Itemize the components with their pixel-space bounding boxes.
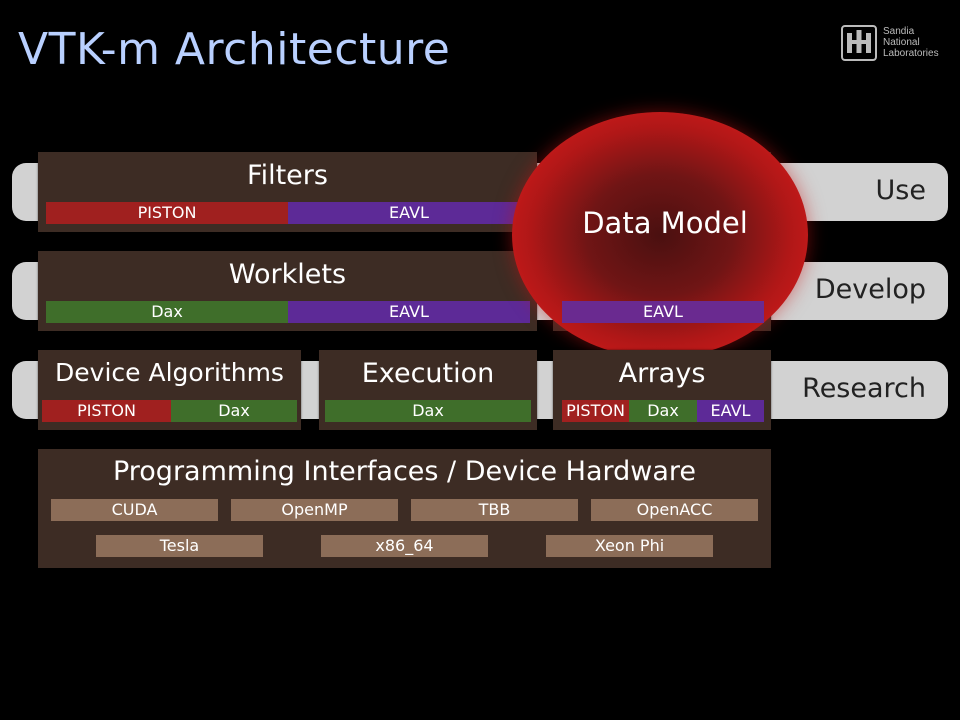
hardware-xeon-phi: Xeon Phi	[546, 535, 713, 557]
worklets-panel: Worklets Dax EAVL	[38, 251, 537, 331]
execution-dax-segment: Dax	[325, 400, 531, 422]
slide-title: VTK-m Architecture	[18, 24, 451, 75]
sandia-thunderbird-icon	[841, 25, 877, 61]
filters-piston-segment: PISTON	[46, 202, 288, 224]
hardware-openmp: OpenMP	[231, 499, 398, 521]
develop-label: Develop	[814, 274, 926, 305]
device-algorithms-dax-segment: Dax	[171, 400, 297, 422]
hardware-panel: Programming Interfaces / Device Hardware…	[38, 449, 771, 568]
use-label: Use	[875, 175, 926, 206]
data-model-eavl-segment: EAVL	[562, 301, 764, 323]
logo-line-1: Sandia	[883, 26, 915, 37]
arrays-panel: Arrays PISTON Dax EAVL	[553, 350, 771, 430]
device-algorithms-panel: Device Algorithms PISTON Dax	[38, 350, 301, 430]
logo-line-3: Laboratories	[883, 48, 939, 59]
sandia-logo: Sandia National Laboratories	[841, 25, 941, 65]
hardware-cuda: CUDA	[51, 499, 218, 521]
hardware-x86-64: x86_64	[321, 535, 488, 557]
arrays-title: Arrays	[618, 358, 706, 389]
data-model-title: Data Model	[582, 206, 748, 240]
arrays-piston-segment: PISTON	[562, 400, 629, 422]
execution-panel: Execution Dax	[319, 350, 537, 430]
device-algorithms-title: Device Algorithms	[55, 358, 284, 387]
worklets-eavl-segment: EAVL	[288, 301, 530, 323]
filters-panel: Filters PISTON EAVL	[38, 152, 537, 232]
hardware-tbb: TBB	[411, 499, 578, 521]
filters-title: Filters	[247, 160, 328, 191]
hardware-title: Programming Interfaces / Device Hardware	[112, 456, 697, 487]
hardware-openacc: OpenACC	[591, 499, 758, 521]
arrays-dax-segment: Dax	[629, 400, 697, 422]
filters-eavl-segment: EAVL	[288, 202, 530, 224]
worklets-title: Worklets	[228, 259, 347, 290]
arrays-eavl-segment: EAVL	[697, 400, 764, 422]
research-label: Research	[802, 373, 926, 404]
worklets-dax-segment: Dax	[46, 301, 288, 323]
execution-title: Execution	[361, 358, 495, 389]
logo-line-2: National	[883, 37, 920, 48]
hardware-tesla: Tesla	[96, 535, 263, 557]
device-algorithms-piston-segment: PISTON	[42, 400, 171, 422]
